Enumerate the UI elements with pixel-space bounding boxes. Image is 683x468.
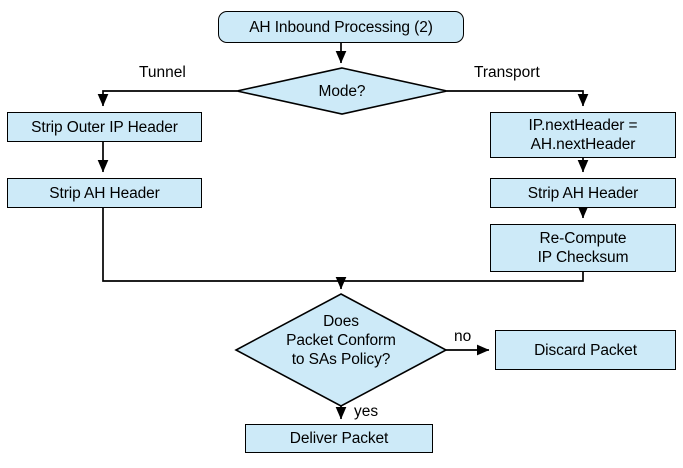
node-ip-nextheader-line2: AH.nextHeader (530, 136, 636, 153)
node-start-label: AH Inbound Processing (2) (249, 18, 433, 36)
edge-label-transport: Transport (474, 64, 540, 81)
node-deliver-packet-label: Deliver Packet (289, 430, 389, 447)
edge-mode-to-strip-outer (97, 90, 237, 107)
edge-label-yes: yes (354, 403, 379, 420)
node-discard-packet-label: Discard Packet (534, 341, 637, 359)
node-deliver-packet[interactable]: Deliver Packet (245, 424, 433, 453)
node-discard-packet[interactable]: Discard Packet (495, 330, 676, 370)
node-recompute-checksum-line2: IP Checksum (537, 249, 629, 266)
edge-mode-to-nextheader (447, 90, 589, 107)
node-strip-ah-header-tunnel-label: Strip AH Header (49, 184, 160, 202)
node-start[interactable]: AH Inbound Processing (2) (218, 11, 464, 43)
node-strip-ah-header-transport[interactable]: Strip AH Header (490, 178, 676, 208)
edge-label-tunnel: Tunnel (139, 64, 186, 81)
mode-decision-shape[interactable] (236, 67, 448, 115)
node-recompute-checksum[interactable]: Re-Compute IP Checksum (490, 224, 676, 272)
node-strip-outer-ip-header-label: Strip Outer IP Header (31, 118, 178, 136)
node-strip-ah-header-transport-label: Strip AH Header (527, 184, 639, 202)
node-ip-nextheader-line1: IP.nextHeader = (528, 117, 638, 134)
node-ip-nextheader[interactable]: IP.nextHeader = AH.nextHeader (490, 112, 676, 158)
edge-label-no: no (454, 328, 472, 345)
node-recompute-checksum-line1: Re-Compute (539, 230, 627, 247)
node-strip-ah-header-tunnel[interactable]: Strip AH Header (7, 178, 202, 208)
conform-decision-shape[interactable] (234, 293, 448, 407)
node-strip-outer-ip-header[interactable]: Strip Outer IP Header (7, 112, 202, 142)
